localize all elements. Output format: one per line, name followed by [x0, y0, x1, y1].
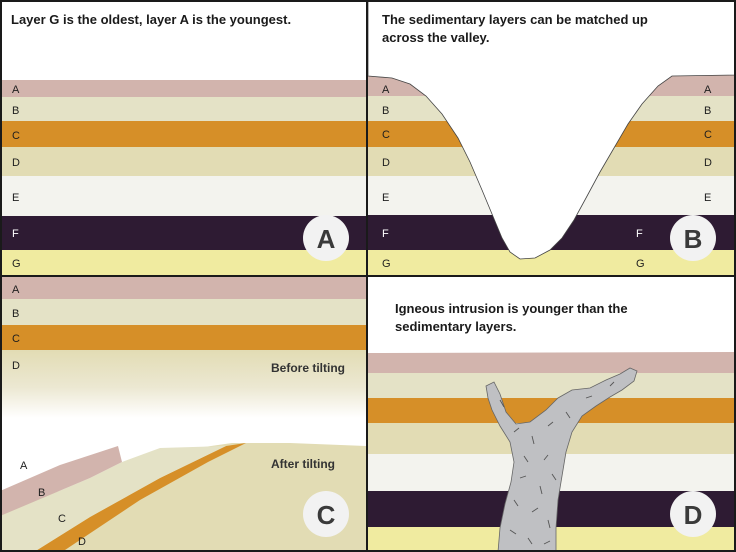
panel-c: A B C D Before tilting After tilting A B… — [0, 277, 366, 552]
layer-a — [0, 80, 366, 98]
left-letter-g: G — [382, 258, 391, 270]
layer-b — [0, 299, 366, 326]
tilted-layer-c — [34, 443, 246, 552]
left-letter-d: D — [382, 157, 390, 169]
letter-d: D — [12, 157, 20, 169]
badge-b: B — [684, 224, 703, 254]
layer-g — [368, 250, 736, 275]
right-letter-f: F — [636, 228, 643, 240]
layer-b — [368, 373, 736, 399]
top-letter-c: C — [12, 333, 20, 345]
intrusion-texture — [499, 381, 615, 545]
igneous-intrusion — [485, 367, 638, 552]
layer-e — [0, 176, 366, 217]
caption-d-line1: Igneous intrusion is younger than the — [395, 301, 628, 316]
tilted-layer-b — [0, 446, 226, 552]
layer-b — [0, 97, 366, 122]
left-letter-c: C — [382, 129, 390, 141]
caption-b-line2: across the valley. — [382, 30, 489, 45]
badge-a-circle — [303, 215, 349, 261]
right-letter-c: C — [704, 129, 712, 141]
right-letter-d: D — [704, 157, 712, 169]
left-letter-f: F — [382, 228, 389, 240]
panel-b: The sedimentary layers can be matched up… — [368, 0, 736, 275]
badge-b-circle — [670, 215, 716, 261]
tilted-letter-c: C — [58, 513, 66, 525]
panel-d: Igneous intrusion is younger than the se… — [368, 277, 736, 552]
layer-g — [0, 250, 366, 275]
layer-c — [0, 121, 366, 148]
top-letter-d: D — [12, 360, 20, 372]
left-letter-a: A — [382, 84, 390, 96]
letter-c: C — [12, 130, 20, 142]
badge-d: D — [684, 500, 703, 530]
badge-d-circle — [670, 491, 716, 537]
after-tilting-label: After tilting — [271, 457, 335, 471]
badge-c: C — [317, 500, 336, 530]
left-letter-b: B — [382, 105, 389, 117]
layer-d-faded — [0, 350, 366, 418]
top-letter-b: B — [12, 308, 19, 320]
layer-d — [0, 147, 366, 177]
caption-a: Layer G is the oldest, layer A is the yo… — [11, 12, 291, 27]
right-letter-g: G — [636, 258, 645, 270]
panel-a: Layer G is the oldest, layer A is the yo… — [0, 0, 366, 275]
right-letter-e: E — [704, 192, 711, 204]
letter-e: E — [12, 192, 19, 204]
caption-b-line1: The sedimentary layers can be matched up — [382, 12, 648, 27]
left-letter-e: E — [382, 192, 389, 204]
tilted-letter-b: B — [38, 487, 45, 499]
top-letter-a: A — [12, 284, 20, 296]
tilted-layer-a — [0, 446, 122, 516]
tilted-letter-d: D — [78, 536, 86, 548]
letter-a: A — [12, 84, 20, 96]
before-tilting-label: Before tilting — [271, 361, 345, 375]
letter-b: B — [12, 105, 19, 117]
badge-a: A — [317, 224, 336, 254]
layer-c — [0, 325, 366, 351]
letter-g: G — [12, 258, 21, 270]
letter-f: F — [12, 228, 19, 240]
right-letter-b: B — [704, 105, 711, 117]
caption-d-line2: sedimentary layers. — [395, 319, 516, 334]
valley — [368, 0, 736, 260]
layer-a — [368, 352, 736, 376]
layer-a — [0, 277, 366, 300]
tilted-letter-a: A — [20, 460, 28, 472]
right-letter-a: A — [704, 84, 712, 96]
badge-c-circle — [303, 491, 349, 537]
